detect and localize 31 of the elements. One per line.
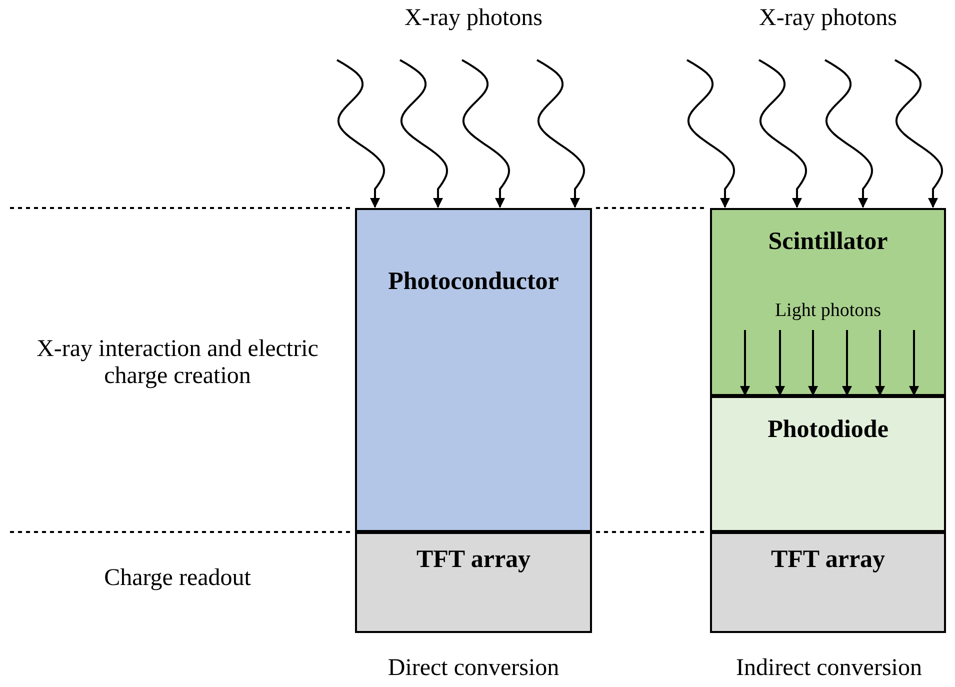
arrow (842, 330, 852, 396)
light-photons-label: Light photons (774, 300, 882, 322)
arrow (875, 330, 885, 396)
layer-label: TFT array (415, 546, 532, 574)
row-label: X-ray interaction and electric charge creation (36, 336, 320, 390)
arrow (909, 330, 919, 396)
wavy-arrow (536, 59, 585, 208)
xray-photons-label: X-ray photons (404, 5, 544, 32)
row-label: Charge readout (103, 565, 252, 592)
layer-label: TFT array (770, 546, 886, 574)
xray-photons-label: X-ray photons (758, 5, 898, 32)
arrow (808, 330, 818, 396)
wavy-arrow (758, 59, 807, 208)
scintillator-layer (710, 208, 946, 396)
wavy-arrow (336, 59, 385, 208)
column-caption: Indirect conversion (735, 655, 923, 682)
layer-label: Scintillator (767, 228, 889, 256)
arrow (740, 330, 750, 396)
photodiode-layer (710, 396, 946, 532)
wavy-arrow (894, 59, 943, 208)
arrow (775, 330, 785, 396)
wavy-arrow (824, 59, 873, 208)
wavy-arrow (686, 59, 735, 208)
wavy-arrow (462, 59, 510, 208)
column-caption: Direct conversion (386, 655, 560, 682)
tft-array-layer (355, 532, 592, 633)
photoconductor-layer (355, 208, 592, 532)
layer-label: Photoconductor (387, 268, 560, 296)
layer-label: Photodiode (766, 416, 890, 444)
wavy-arrow (400, 59, 448, 208)
tft-array-layer (710, 532, 946, 633)
